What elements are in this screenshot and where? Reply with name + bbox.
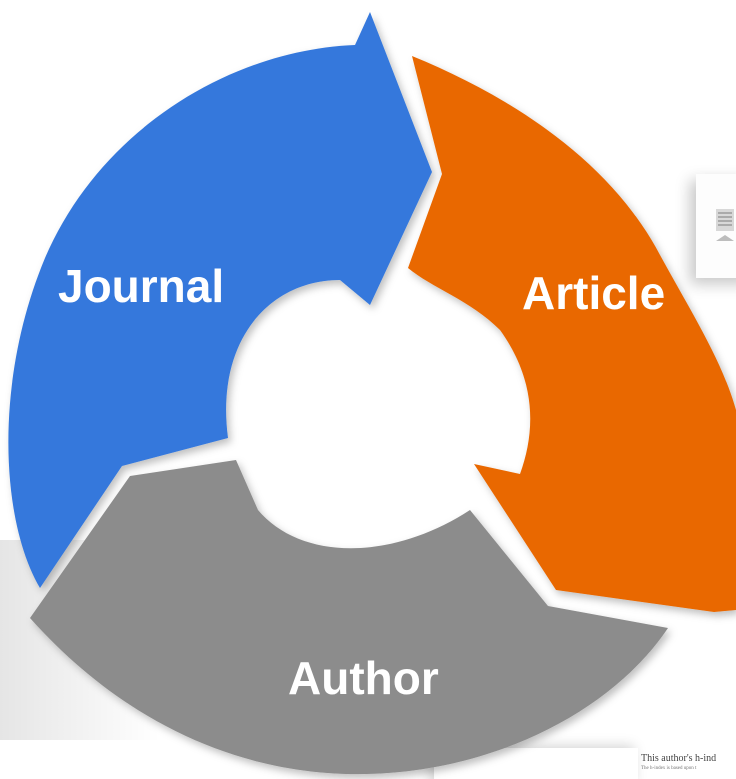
author-label: Author <box>288 652 439 704</box>
article-label: Article <box>522 267 665 319</box>
background-text-line: The h-index is based upon t <box>641 766 697 771</box>
background-text-line: This author's h-ind <box>641 753 717 764</box>
publisher-logo-icon <box>716 209 734 241</box>
article-segment <box>408 56 736 612</box>
background-document-snippet: This author's h-ind The h-index is based… <box>641 752 736 779</box>
journal-segment <box>8 12 433 588</box>
author-segment <box>30 460 668 775</box>
journal-label: Journal <box>58 260 224 312</box>
